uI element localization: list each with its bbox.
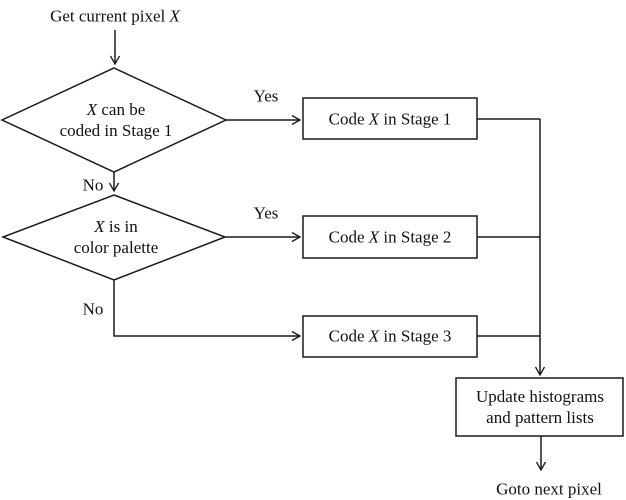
start-text: Get current pixel xyxy=(50,6,166,26)
no1-edge-label: No xyxy=(82,175,104,195)
decision2-label: X is in color palette xyxy=(74,216,159,258)
yes1-edge-label: Yes xyxy=(253,86,279,106)
end-node-label: Goto next pixel xyxy=(496,479,602,499)
decision1-line1: X can be xyxy=(86,100,146,119)
stage1-label: Code X in Stage 1 xyxy=(328,109,452,129)
decision2-line2: color palette xyxy=(73,238,159,257)
start-node-label: Get current pixel X xyxy=(50,6,180,27)
stage3-label: Code X in Stage 3 xyxy=(328,326,452,346)
no2-edge-label: No xyxy=(82,299,104,319)
update-box xyxy=(455,377,624,437)
pixel-variable: X xyxy=(169,6,180,26)
edge-no2 xyxy=(113,280,302,342)
update-line1: Update histograms xyxy=(476,387,604,406)
decision2-line1: X is in xyxy=(94,217,138,236)
stage1-box xyxy=(302,97,478,140)
stage2-label: Code X in Stage 2 xyxy=(328,227,452,247)
update-line2: and pattern lists xyxy=(486,408,594,427)
decision1-line2: coded in Stage 1 xyxy=(59,121,173,140)
yes2-edge-label: Yes xyxy=(253,203,279,223)
update-label: Update histograms and pattern lists xyxy=(476,386,604,428)
decision1-label: X can be coded in Stage 1 xyxy=(60,99,173,141)
